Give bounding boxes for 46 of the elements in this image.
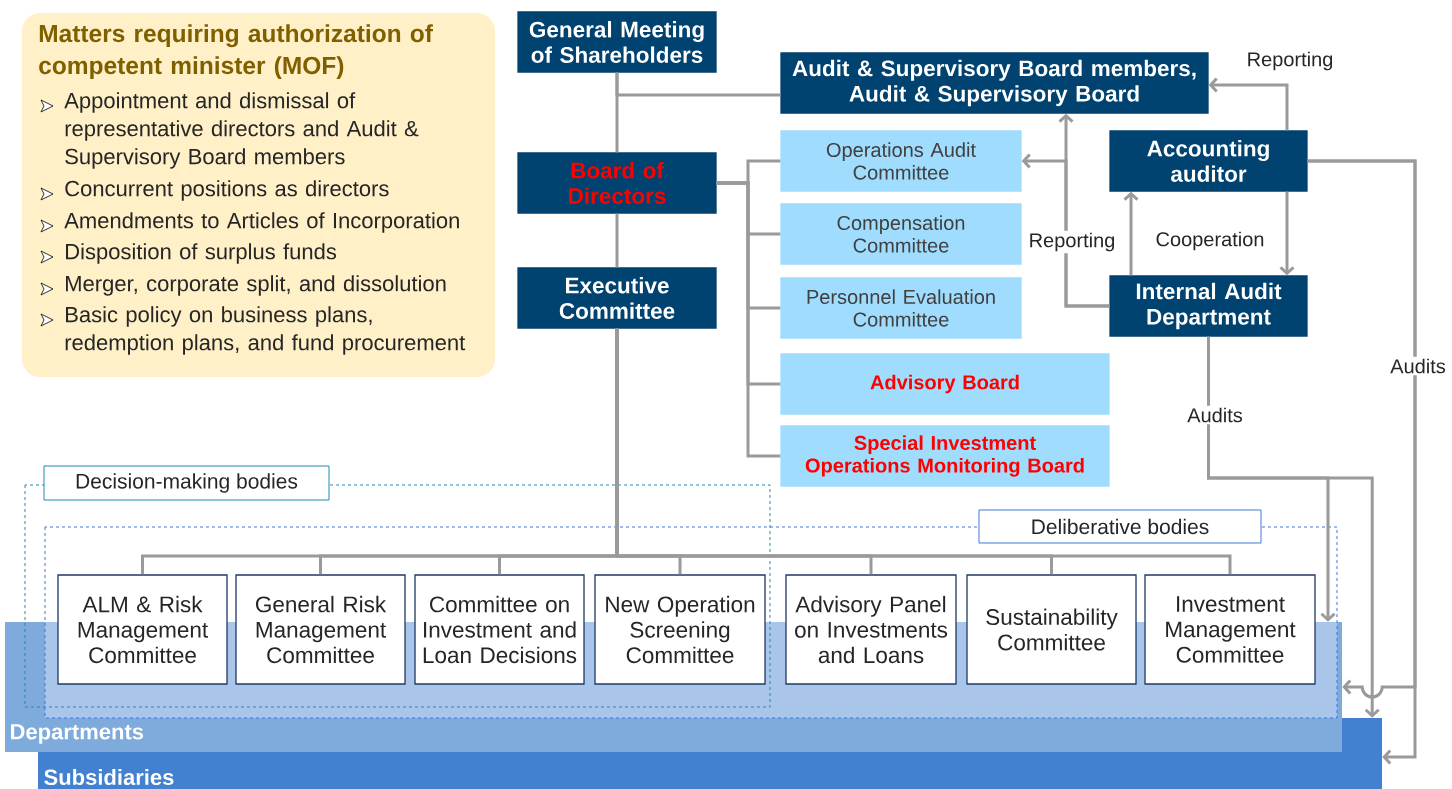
org-box: Internal Audit Department: [1109, 275, 1308, 337]
bullet-icon: [40, 219, 54, 233]
connector: [1207, 336, 1380, 718]
org-box: Board of Directors: [517, 152, 717, 214]
list-item: Basic policy on business plans, redemption plans, and fund procurement: [65, 306, 466, 355]
bullet-icon: [40, 313, 54, 327]
bullet-icon: [40, 187, 54, 201]
list-item: Merger, corporate split, and dissolution: [66, 275, 446, 296]
connector: [716, 181, 781, 458]
committee-box: Advisory Panel on Investments and Loans: [785, 574, 957, 685]
bullet-icon: [40, 250, 54, 264]
connector: [1279, 191, 1295, 276]
heading-box: Decision-making bodies: [43, 465, 330, 501]
bullet-icon: [40, 282, 54, 296]
edge-label: Reporting: [1026, 230, 1118, 254]
org-box: Executive Committee: [517, 267, 717, 329]
connector: [1021, 153, 1110, 308]
list-item: Appointment and dismissal of representative directors and Audit & Supervisory Board members: [64, 92, 419, 169]
committee-box: Committee on Investment and Loan Decisions: [414, 574, 585, 685]
edge-label: Cooperation: [1153, 229, 1267, 253]
connector: [615, 213, 619, 268]
edge-label: Audits: [1185, 405, 1245, 425]
committee-box: Sustainability Committee: [966, 574, 1137, 685]
org-box: Accounting auditor: [1109, 130, 1308, 192]
committee-box: New Operation Screening Committee: [594, 574, 766, 685]
board-box: Advisory Board: [780, 353, 1110, 415]
list-item: Disposition of surplus funds: [66, 243, 337, 264]
connector: [615, 328, 1232, 575]
committee-box: Personnel Evaluation Committee: [780, 277, 1022, 339]
board-box: Special Investment Operations Monitoring Board: [780, 425, 1110, 487]
edge-label: Audits: [1388, 356, 1448, 376]
committee-box: Operations Audit Committee: [780, 130, 1022, 192]
connector: [615, 72, 781, 97]
committee-box: General Risk Management Committee: [235, 574, 406, 685]
org-box: General Meeting of Shareholders: [517, 11, 717, 73]
heading-box: Deliberative bodies: [978, 509, 1262, 544]
committee-box: Investment Management Committee: [1144, 574, 1316, 685]
connector: [1208, 77, 1289, 131]
edge-label: Reporting: [1244, 49, 1336, 73]
committee-box: Compensation Committee: [780, 203, 1022, 265]
list-item: Concurrent positions as directors: [65, 180, 389, 201]
list-item: Amendments to Articles of Incorporation: [64, 212, 459, 233]
org-box: Audit & Supervisory Board members, Audit & Supervisory Board: [780, 52, 1209, 114]
connector: [1123, 191, 1139, 276]
committee-box: ALM & Risk Management Committee: [57, 574, 228, 685]
bullet-icon: [40, 99, 54, 113]
